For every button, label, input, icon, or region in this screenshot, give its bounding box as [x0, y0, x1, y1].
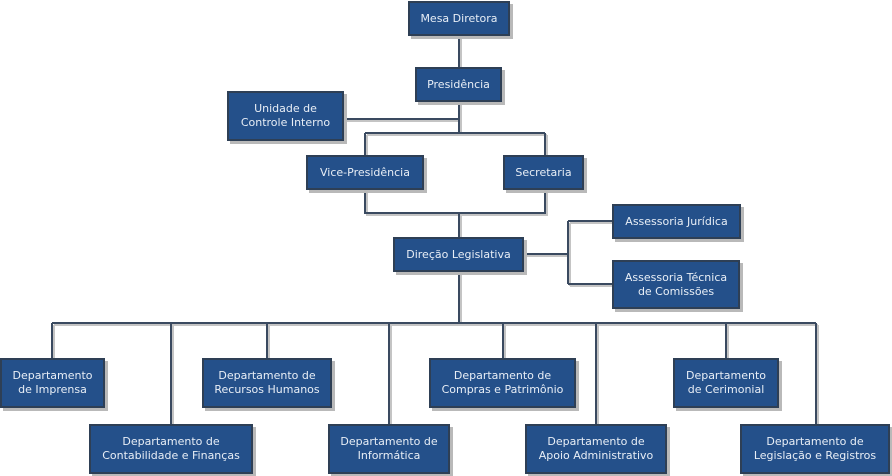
node-mesa-diretora: Mesa Diretora: [408, 1, 510, 36]
node-direcao-legislativa: Direção Legislativa: [393, 237, 524, 272]
node-dept-contabilidade: Departamento de Contabilidade e Finanças: [89, 424, 253, 474]
node-dept-rh: Departamento de Recursos Humanos: [202, 358, 332, 408]
node-controle-interno: Unidade de Controle Interno: [227, 91, 344, 141]
node-assessoria-tecnica: Assessoria Técnica de Comissões: [612, 260, 740, 309]
node-dept-informatica: Departamento de Informática: [328, 424, 450, 474]
node-assessoria-juridica: Assessoria Jurídica: [612, 204, 741, 239]
node-secretaria: Secretaria: [503, 155, 584, 190]
node-dept-cerimonial: Departamento de Cerimonial: [673, 358, 779, 408]
node-dept-imprensa: Departamento de Imprensa: [0, 358, 105, 408]
node-vice-presidencia: Vice-Presidência: [306, 155, 424, 190]
node-dept-apoio: Departamento de Apoio Administrativo: [525, 424, 667, 474]
node-presidencia: Presidência: [415, 67, 502, 102]
node-dept-legislacao: Departamento de Legislação e Registros: [740, 424, 890, 474]
node-dept-compras: Departamento de Compras e Patrimônio: [429, 358, 576, 408]
